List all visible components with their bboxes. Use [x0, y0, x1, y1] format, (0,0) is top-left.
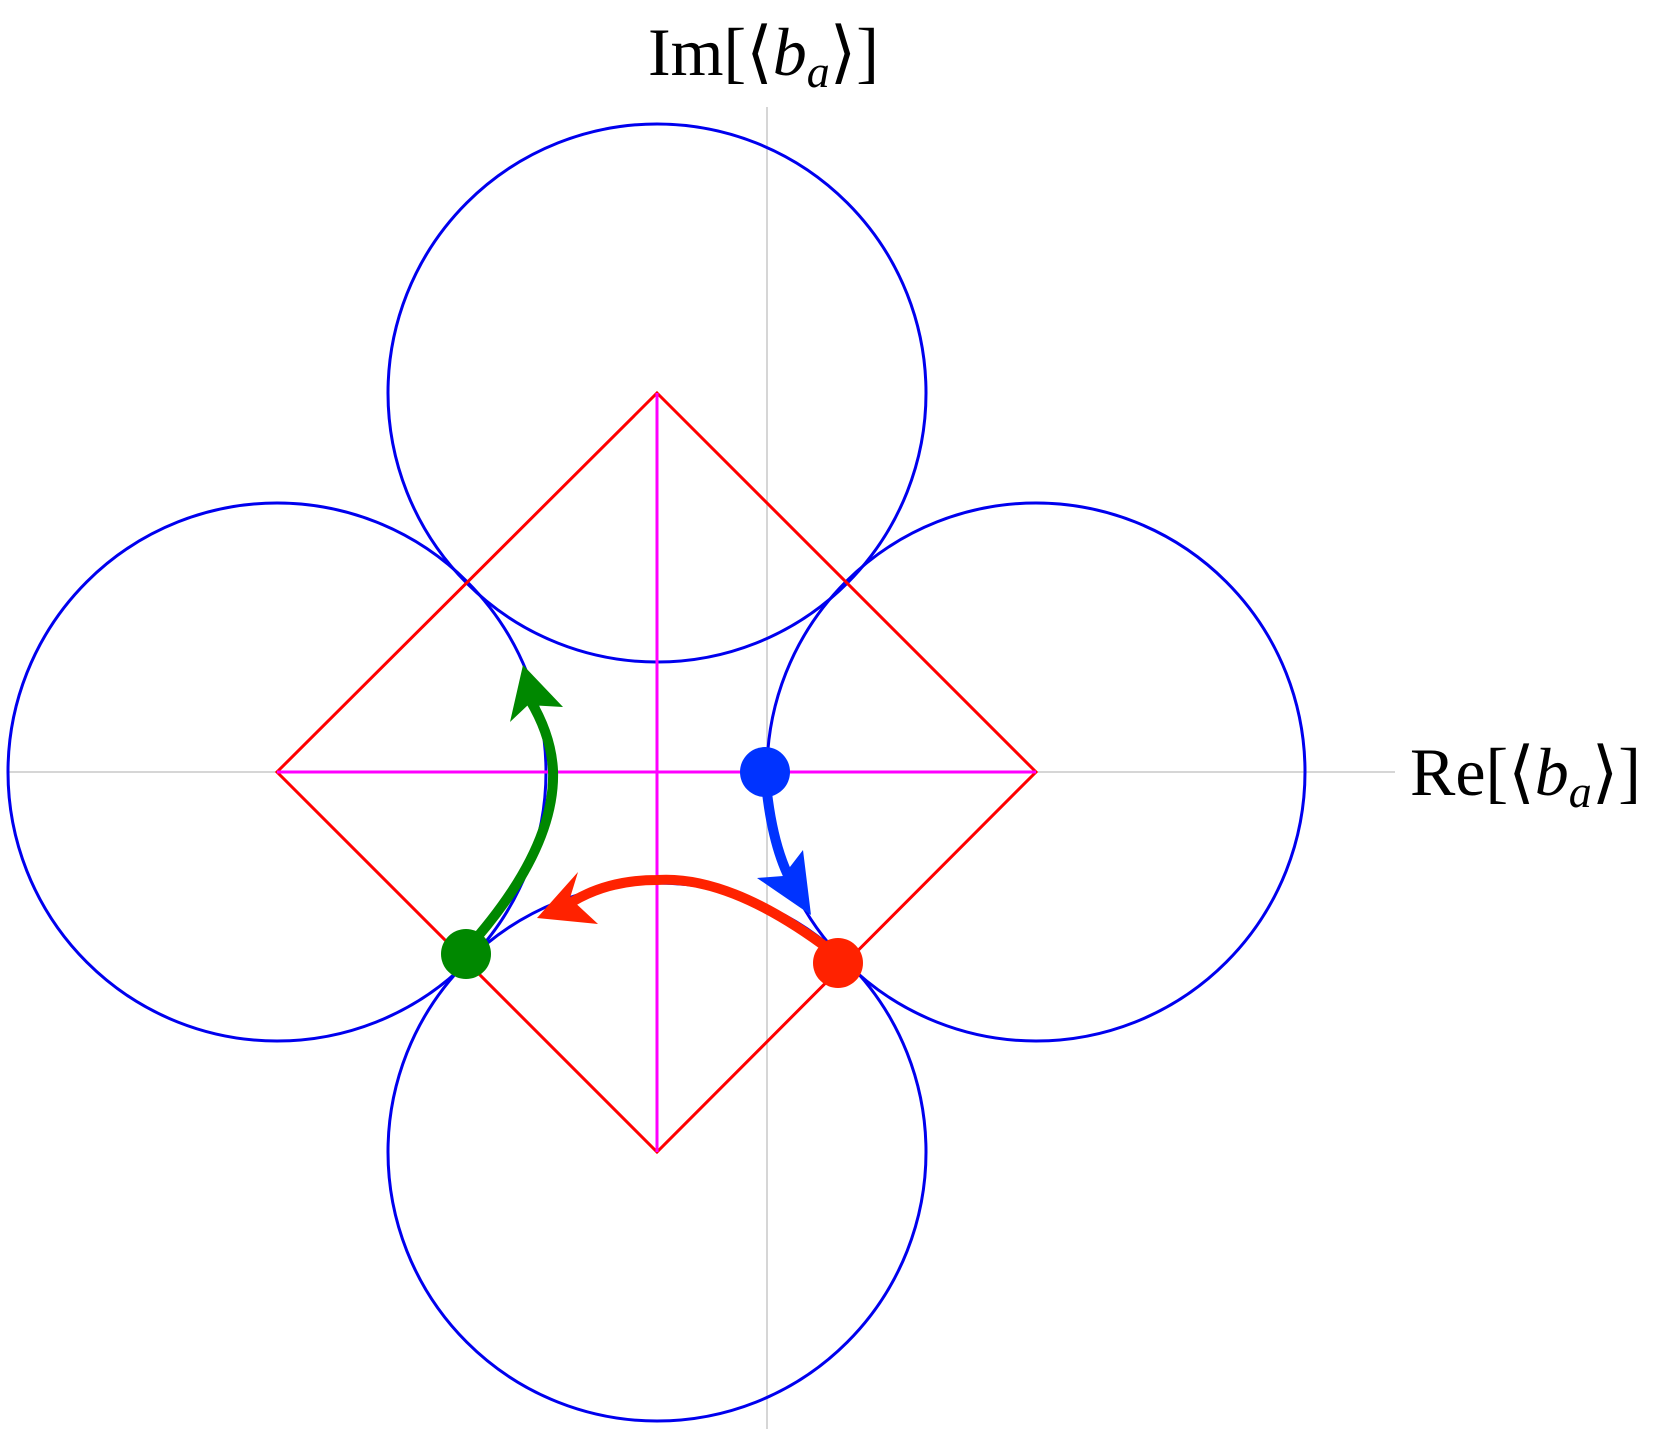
imaginary-axis-label: Im[⟨ba⟩]: [648, 14, 879, 97]
red-arrow: [555, 874, 835, 955]
blue-arrow-head: [757, 850, 811, 915]
green-arrow-head: [510, 665, 563, 722]
real-axis-label: Re[⟨ba⟩]: [1410, 734, 1641, 817]
green-arrow: [461, 695, 559, 955]
green-point: [441, 929, 491, 979]
red-point: [813, 938, 863, 988]
blue-point: [740, 747, 790, 797]
red-arrow-head: [537, 872, 598, 924]
